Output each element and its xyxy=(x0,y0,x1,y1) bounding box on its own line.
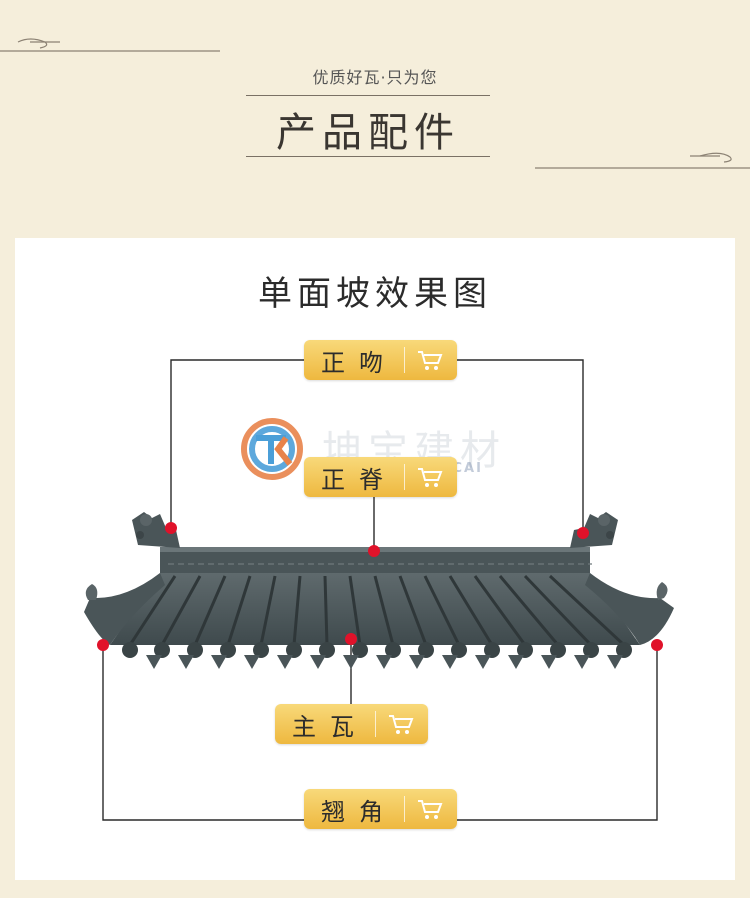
label-zhuwa-button[interactable]: 主瓦 xyxy=(275,704,428,744)
title-rule-bottom xyxy=(246,156,490,157)
shopping-cart-icon xyxy=(405,797,455,821)
eave-tile-ends xyxy=(122,642,632,658)
shopping-cart-icon xyxy=(376,712,426,736)
connector-lines xyxy=(102,359,658,821)
watermark-logo-icon xyxy=(241,418,303,480)
upturned-corner-right xyxy=(585,573,674,645)
tile-rows xyxy=(128,574,626,647)
label-zhengwen-text: 正吻 xyxy=(321,348,397,377)
label-zhengwen-button[interactable]: 正吻 xyxy=(304,340,457,380)
card-title: 单面坡效果图 xyxy=(258,274,492,314)
shopping-cart-icon xyxy=(405,348,455,372)
upturned-corner-left xyxy=(84,573,165,645)
marker-dots xyxy=(97,522,663,651)
title-rule-top xyxy=(246,95,490,96)
decorative-line-right xyxy=(535,152,750,169)
page-title: 产品配件 xyxy=(276,110,460,156)
label-zhuwa-text: 主瓦 xyxy=(292,712,368,741)
label-qiaojiao-button[interactable]: 翘角 xyxy=(304,789,457,829)
page-header: 优质好瓦·只为您 产品配件 xyxy=(0,0,750,200)
label-qiaojiao-text: 翘角 xyxy=(321,797,397,826)
decorative-line-left xyxy=(0,38,220,52)
roof-slope xyxy=(110,573,640,645)
header-subtitle: 优质好瓦·只为您 xyxy=(312,68,438,87)
label-zhengji-text: 正脊 xyxy=(321,465,397,494)
shopping-cart-icon xyxy=(405,465,455,489)
ridge-ornament-right xyxy=(570,512,618,548)
label-zhengji-button[interactable]: 正脊 xyxy=(304,457,457,497)
ridge-ornament-left xyxy=(132,512,180,548)
